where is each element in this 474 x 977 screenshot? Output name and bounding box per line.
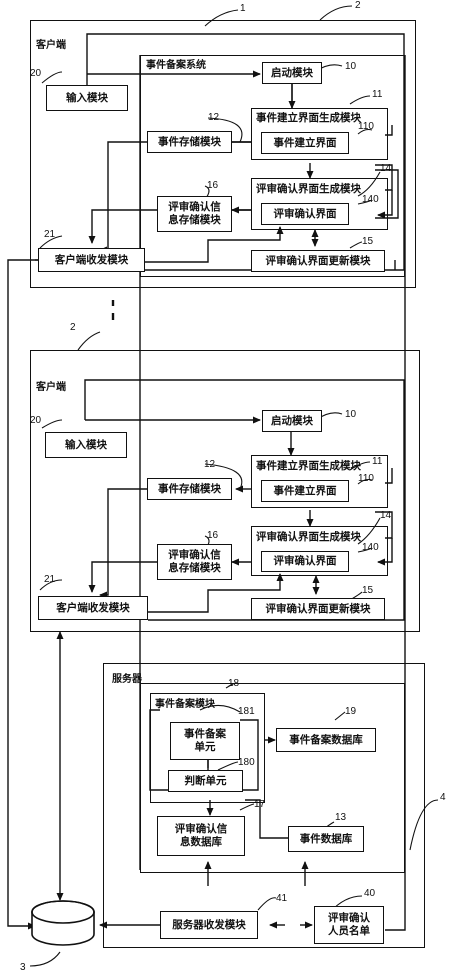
server-inner-frame <box>140 683 405 873</box>
review-ui-gen-frame-1 <box>251 178 388 230</box>
ref-10-bottom: 10 <box>345 409 357 420</box>
ref-3: 3 <box>20 962 26 973</box>
review-ui-2: 评审确认界面 <box>261 551 349 572</box>
event-database: 事件数据库 <box>288 826 364 852</box>
client-title-1: 客户端 <box>36 40 66 51</box>
create-ui-1: 事件建立界面 <box>261 132 349 154</box>
ref-110-bottom: 110 <box>358 473 374 484</box>
ref-12-bottom: 12 <box>204 459 216 470</box>
client-title-2: 客户端 <box>36 382 66 393</box>
start-module-1: 启动模块 <box>262 62 322 84</box>
client-frame-1 <box>30 20 416 288</box>
reviewer-list: 评审确认 人员名单 <box>314 906 384 944</box>
client-frame-2 <box>30 350 420 632</box>
event-storage-module-1: 事件存储模块 <box>147 131 232 153</box>
create-ui-2: 事件建立界面 <box>261 480 349 502</box>
ref-21-bottom: 21 <box>44 574 56 585</box>
ref-15-bottom: 15 <box>362 585 374 596</box>
input-module-1: 输入模块 <box>46 85 128 111</box>
ref-10-top: 10 <box>345 61 357 72</box>
ref-40: 40 <box>364 888 376 899</box>
review-ui-update-module-2: 评审确认界面更新模块 <box>251 598 385 620</box>
review-info-database: 评审确认信 息数据库 <box>157 816 245 856</box>
ref-18: 18 <box>228 678 240 689</box>
event-filing-system-frame <box>140 55 405 277</box>
review-ui-update-module-1: 评审确认界面更新模块 <box>251 250 385 272</box>
event-filing-database: 事件备案数据库 <box>276 728 376 752</box>
ref-16-top: 16 <box>207 180 219 191</box>
create-ui-gen-frame-2 <box>251 455 388 508</box>
event-filing-unit: 事件备案 单元 <box>170 722 240 760</box>
create-ui-gen-module-1: 事件建立界面生成模块 <box>256 112 361 124</box>
server-title: 服务器 <box>112 674 142 685</box>
ref-181: 181 <box>238 706 255 717</box>
review-ui-1: 评审确认界面 <box>261 203 349 225</box>
ref-4: 4 <box>440 792 446 803</box>
event-filing-module: 事件备案模块 <box>155 699 215 710</box>
review-ui-gen-module-2: 评审确认界面生成模块 <box>256 531 361 543</box>
ref-140-bottom: 140 <box>362 542 379 553</box>
ref-110-top: 110 <box>358 121 374 132</box>
client-transceiver-1: 客户端收发模块 <box>38 248 145 272</box>
ref-21-top: 21 <box>44 229 56 240</box>
review-ui-gen-module-1: 评审确认界面生成模块 <box>256 183 361 195</box>
start-module-2: 启动模块 <box>262 410 322 432</box>
ref-41: 41 <box>276 893 288 904</box>
ref-20-bottom: 20 <box>30 415 42 426</box>
review-info-storage-module-1: 评审确认信 息存储模块 <box>157 196 232 232</box>
create-ui-gen-frame-1 <box>251 108 388 160</box>
server-transceiver: 服务器收发模块 <box>160 911 258 939</box>
ref-1: 1 <box>240 3 246 14</box>
review-ui-gen-frame-2 <box>251 526 388 576</box>
event-storage-module-2: 事件存储模块 <box>147 478 232 500</box>
create-ui-gen-module-2: 事件建立界面生成模块 <box>256 460 361 472</box>
network-cloud-icon <box>31 900 95 946</box>
ref-11-bottom: 11 <box>372 456 383 467</box>
ref-180: 180 <box>238 757 255 768</box>
ref-12-top: 12 <box>208 112 220 123</box>
ref-16-bottom: 16 <box>207 530 219 541</box>
ref-19: 19 <box>345 706 357 717</box>
ref-140-top: 140 <box>362 194 379 205</box>
ref-11-top: 11 <box>372 89 383 100</box>
server-frame <box>103 663 425 948</box>
client-transceiver-2: 客户端收发模块 <box>38 596 148 620</box>
ref-15-top: 15 <box>362 236 374 247</box>
event-filing-system-title: 事件备案系统 <box>146 60 206 71</box>
ref-2-top: 2 <box>355 0 361 11</box>
ref-13: 13 <box>335 812 347 823</box>
event-filing-module-frame <box>150 693 265 803</box>
ref-14-bottom: 14 <box>380 510 392 521</box>
review-info-storage-module-2: 评审确认信 息存储模块 <box>157 544 232 580</box>
ref-14-top: 14 <box>380 163 392 174</box>
ref-2-bottom: 2 <box>70 322 76 333</box>
judgment-unit: 判断单元 <box>168 770 243 792</box>
input-module-2: 输入模块 <box>45 432 127 458</box>
ref-17: 17 <box>254 799 266 810</box>
ref-20-top: 20 <box>30 68 42 79</box>
